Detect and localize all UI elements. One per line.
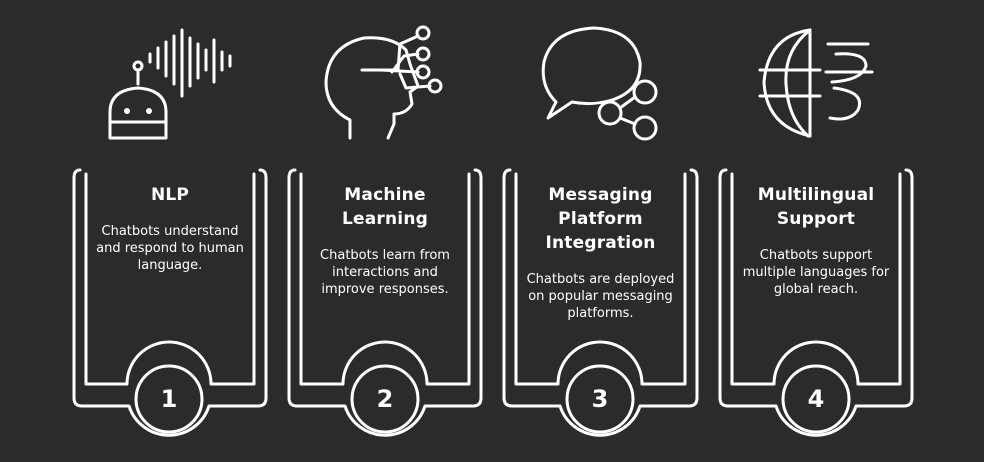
- step-description: Chatbots learn from interactions and imp…: [320, 248, 450, 297]
- step-number: 1: [160, 385, 178, 413]
- chat-share-icon: [541, 26, 658, 141]
- step-title: Multilingual Support: [757, 185, 875, 229]
- step-description: Chatbots support multiple languages for …: [742, 248, 890, 297]
- step-description: Chatbots are deployed on popular messagi…: [526, 272, 675, 321]
- card-outer-border: [287, 168, 483, 437]
- card-outer-border: [502, 168, 699, 437]
- card-outer-border: [718, 168, 914, 437]
- globe-languages-icon: [758, 28, 874, 138]
- card-frame-3: [502, 168, 699, 437]
- step-number: 2: [376, 385, 394, 413]
- card-inner-border: [730, 172, 902, 386]
- step-number-circle: [350, 364, 420, 434]
- card-frame-4: [718, 168, 914, 437]
- card-inner-border: [84, 172, 256, 386]
- step-title: Machine Learning: [341, 185, 429, 229]
- step-number-circle: [781, 364, 851, 434]
- step-number: 3: [591, 385, 609, 413]
- card-outer-border: [72, 168, 268, 437]
- step-number-circle: [565, 364, 635, 434]
- card-frame-2: [287, 168, 483, 437]
- step-description: Chatbots understand and respond to human…: [96, 224, 244, 273]
- robot-soundwave-icon: [108, 28, 232, 140]
- step-number: 4: [807, 385, 825, 413]
- step-title: NLP: [150, 185, 190, 205]
- step-number-circle: [134, 364, 204, 434]
- card-frame-1: [72, 168, 268, 437]
- card-inner-border: [514, 172, 687, 386]
- step-title: Messaging Platform Integration: [545, 185, 656, 253]
- step-card-1: NLP Chatbots understand and respond to hu…: [94, 183, 246, 274]
- head-network-icon: [324, 25, 443, 140]
- card-inner-border: [299, 172, 471, 386]
